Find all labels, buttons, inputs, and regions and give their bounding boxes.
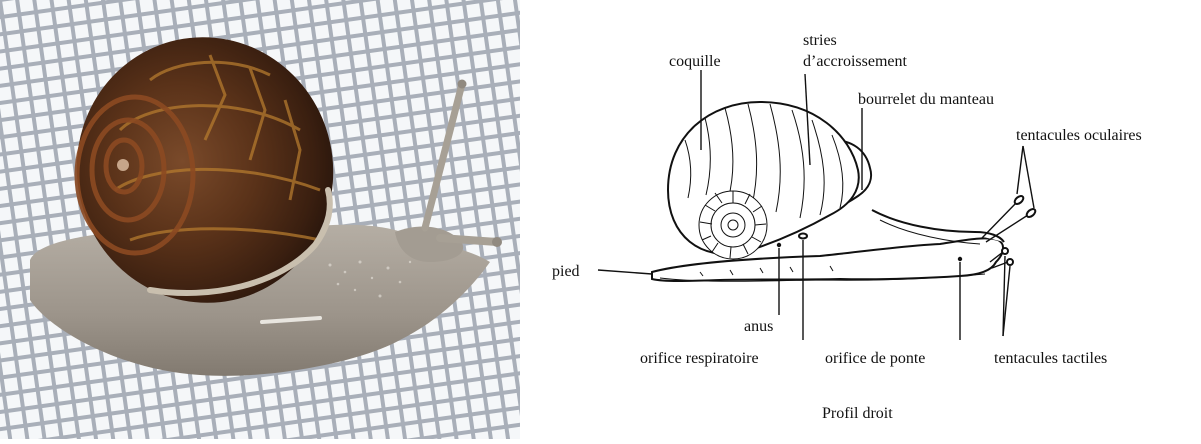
label-coquille: coquille <box>669 53 721 70</box>
label-bourrelet: bourrelet du manteau <box>858 91 994 108</box>
eye-tentacle-lower <box>440 238 497 242</box>
label-orifice-de-ponte: orifice de ponte <box>825 350 925 367</box>
snail-photo <box>0 0 520 439</box>
label-tentacules-tactiles: tentacules tactiles <box>994 350 1107 367</box>
label-accroissement: d’accroissement <box>803 53 908 70</box>
diagram-neck <box>872 210 1004 242</box>
shell-whorls <box>699 191 767 259</box>
diagram-caption: Profil droit <box>822 405 893 422</box>
anatomy-diagram: coquille stries d’accroissement bourrele… <box>528 0 1201 439</box>
label-orifice-respiratoire: orifice respiratoire <box>640 350 759 367</box>
label-pied: pied <box>552 263 580 280</box>
label-anus: anus <box>744 318 773 335</box>
label-stries: stries <box>803 32 837 49</box>
label-tentacules-oculaires: tentacules oculaires <box>1016 127 1142 144</box>
